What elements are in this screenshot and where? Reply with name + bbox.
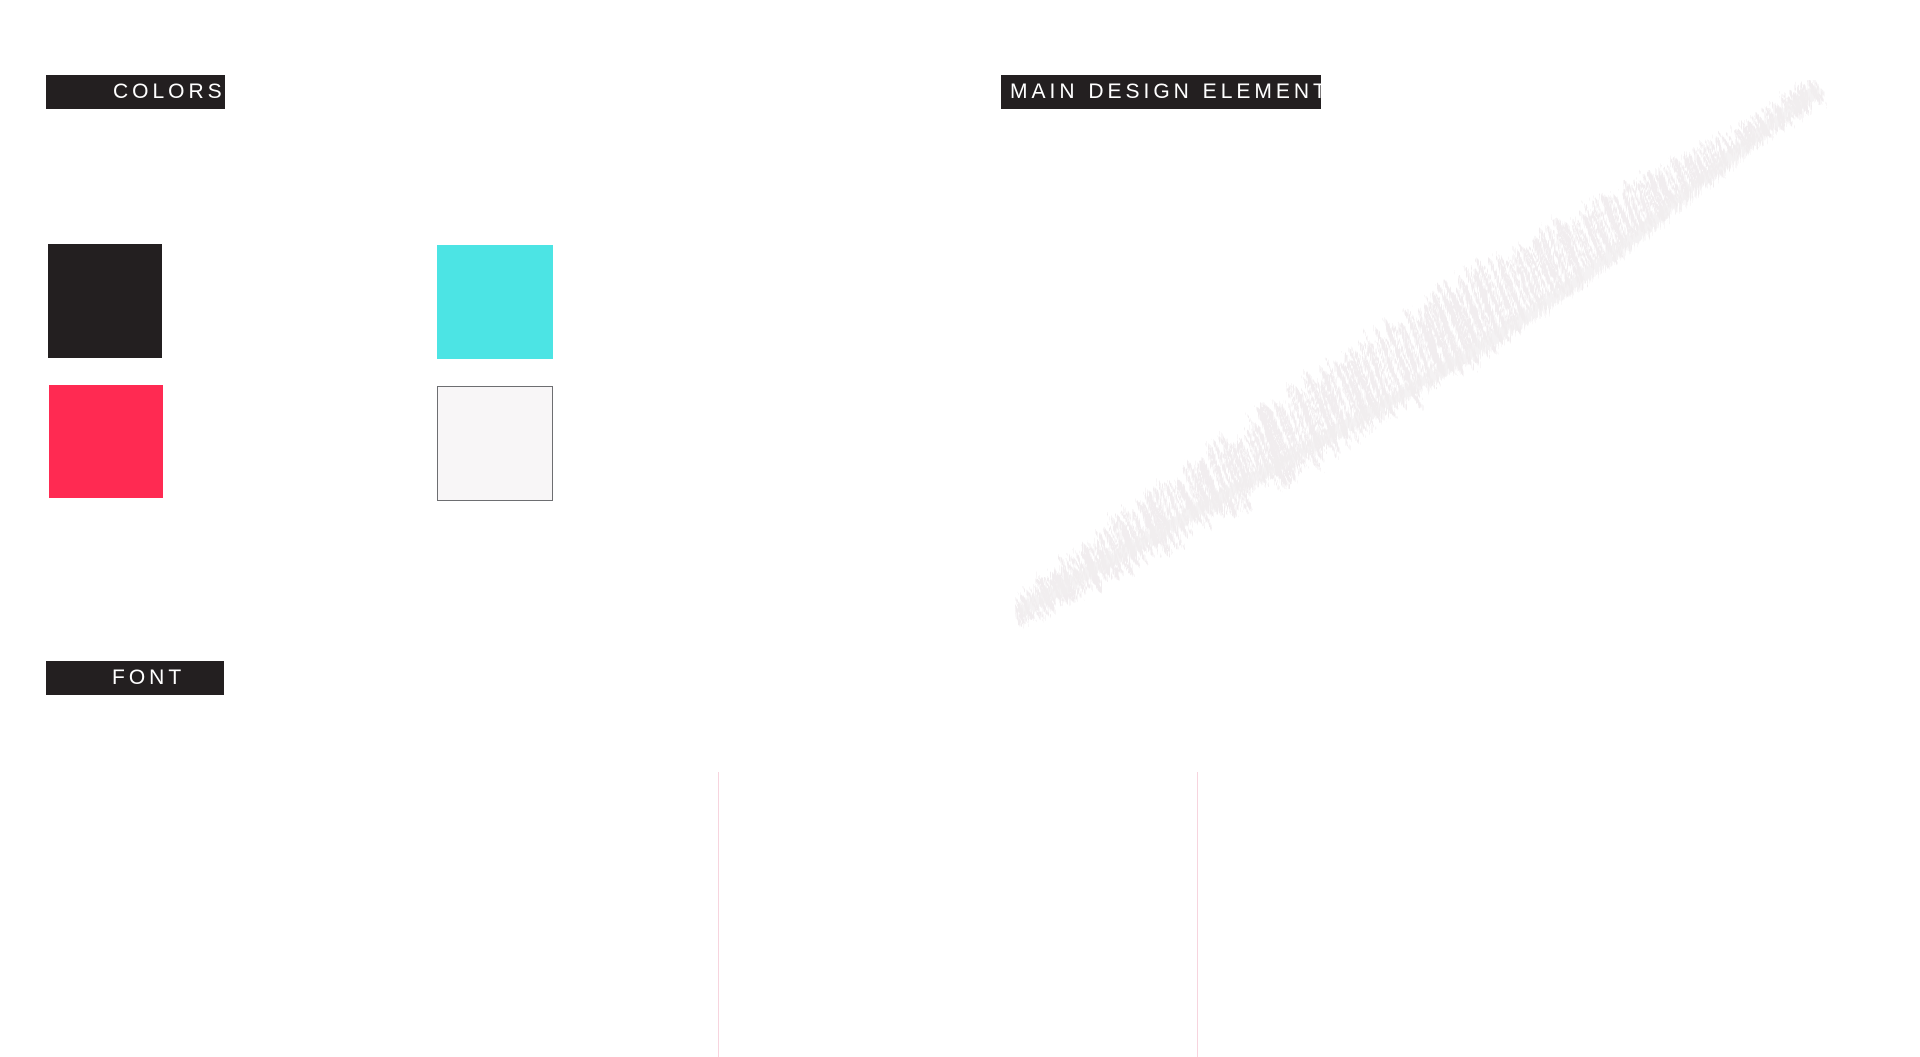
- color-swatch-red: [49, 385, 163, 498]
- column-divider: [718, 772, 719, 1057]
- color-swatch-dark: [48, 244, 162, 358]
- color-swatch-cyan: [437, 245, 553, 359]
- column-divider: [1197, 772, 1198, 1057]
- color-swatch-white: [437, 386, 553, 501]
- colors-section-label: COLORS: [46, 75, 225, 109]
- main-design-element-section-label: MAIN DESIGN ELEMENT: [1001, 75, 1326, 109]
- font-section-label: FONT: [46, 661, 224, 695]
- brush-stroke-icon: [1015, 80, 1824, 628]
